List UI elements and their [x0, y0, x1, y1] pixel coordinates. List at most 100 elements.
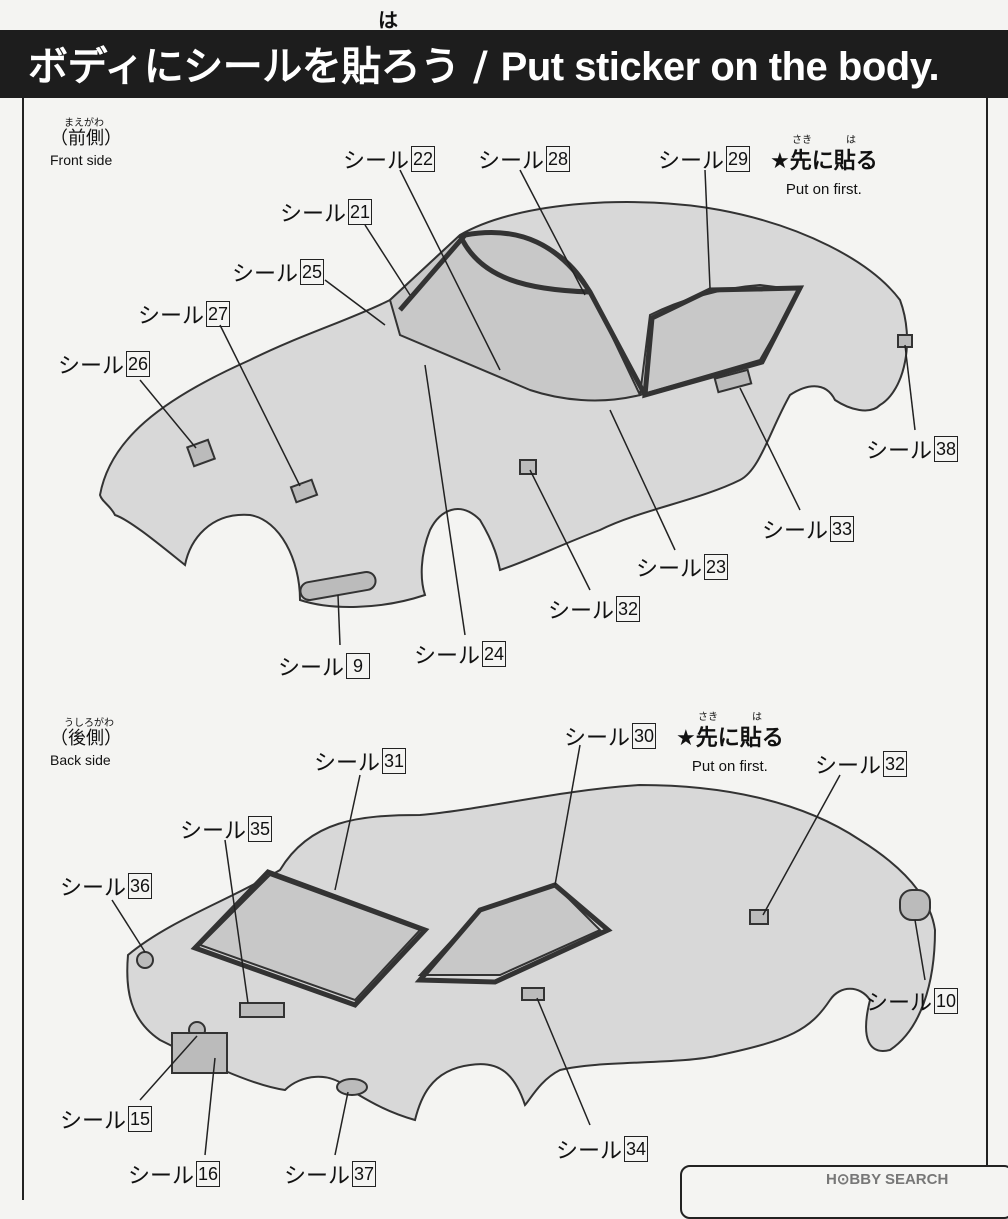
sticker-number: 22 — [411, 146, 436, 172]
instruction-frame — [22, 98, 988, 1200]
front-put-first-jp: ★先に貼る — [770, 149, 878, 174]
callout-word: シール — [762, 519, 829, 544]
callout-word: シール — [60, 876, 127, 901]
front-put-first-note: さき は ★先に貼る Put on first. — [770, 135, 878, 198]
sticker-number: 10 — [934, 988, 959, 1014]
sticker-number: 38 — [934, 436, 959, 462]
title-jp: ボディにシールを貼ろう — [28, 44, 460, 90]
title-bar — [0, 30, 1008, 98]
callout-word: シール — [658, 149, 725, 174]
front-ruby: まえがわ — [64, 118, 104, 129]
back-ruby: うしろがわ — [64, 718, 114, 729]
sticker-number: 26 — [126, 351, 151, 377]
callout-word: シール — [280, 202, 347, 227]
front-window-trims — [398, 230, 805, 399]
sticker-number: 37 — [352, 1161, 377, 1187]
front-en: Front side — [50, 151, 113, 168]
title-en: Put sticker on the body. — [500, 45, 940, 89]
callout-word: シール — [343, 149, 410, 174]
sticker-number: 31 — [382, 748, 407, 774]
front-ruby-ha: は — [846, 135, 856, 146]
watermark: H⊙BBY SEARCH — [826, 1171, 949, 1188]
front-jp: （前側） — [50, 128, 122, 149]
sticker-number: 25 — [300, 259, 325, 285]
sticker-number: 32 — [883, 751, 908, 777]
front-ruby-saki: さき — [792, 135, 812, 146]
sticker-number: 33 — [830, 516, 855, 542]
back-en: Back side — [50, 751, 111, 768]
leader-lines — [111, 169, 926, 1156]
callout-word: シール — [866, 439, 933, 464]
callout-word: シール — [548, 599, 615, 624]
callout-word: シール — [278, 656, 345, 681]
sticker-number: 23 — [704, 554, 729, 580]
callout-word: シール — [180, 819, 247, 844]
sticker-number: 28 — [546, 146, 571, 172]
callout-word: シール — [866, 991, 933, 1016]
callout-word: シール — [314, 751, 381, 776]
sticker-number: 15 — [128, 1106, 153, 1132]
callout-word: シール — [128, 1164, 195, 1189]
back-ruby-saki: さき — [698, 712, 718, 723]
back-ruby-ha: は — [752, 712, 762, 723]
front-put-first-en: Put on first. — [785, 181, 862, 198]
page-title: ボディにシールを貼ろう / Put sticker on the body. — [28, 34, 940, 92]
callout-word: シール — [564, 726, 631, 751]
callout-word: シール — [636, 557, 703, 582]
back-put-first-jp: ★先に貼る — [676, 726, 784, 751]
callout-word: シール — [58, 354, 125, 379]
callout-word: シール — [556, 1139, 623, 1164]
back-put-first-en: Put on first. — [691, 758, 768, 775]
sticker-number: 9 — [346, 653, 371, 679]
callout-word: シール — [232, 262, 299, 287]
callout-word: シール — [284, 1164, 351, 1189]
sticker-number: 21 — [348, 199, 373, 225]
callout-word: シール — [138, 304, 205, 329]
title-sep: / — [459, 44, 501, 90]
sticker-number: 29 — [726, 146, 751, 172]
sticker-number: 34 — [624, 1136, 649, 1162]
back-put-first-note: さき は ★先に貼る Put on first. — [676, 712, 784, 775]
sticker-number: 35 — [248, 816, 273, 842]
back-side-label: うしろがわ （後側） Back side — [50, 718, 122, 768]
back-window-trims — [190, 869, 613, 1008]
page-header: は ボディにシールを貼ろう / Put sticker on the body. — [0, 0, 1008, 98]
sticker-number: 27 — [206, 301, 231, 327]
sticker-number: 32 — [616, 596, 641, 622]
callout-word: シール — [414, 644, 481, 669]
title-furigana: は — [378, 8, 398, 32]
sticker-number: 16 — [196, 1161, 221, 1187]
sticker-number: 36 — [128, 873, 153, 899]
sticker-number: 24 — [482, 641, 507, 667]
front-car-body — [98, 201, 909, 608]
callout-word: シール — [60, 1109, 127, 1134]
callout-word: シール — [478, 149, 545, 174]
back-jp: （後側） — [50, 728, 122, 749]
front-side-label: まえがわ （前側） Front side — [50, 118, 122, 168]
callout-word: シール — [815, 754, 882, 779]
